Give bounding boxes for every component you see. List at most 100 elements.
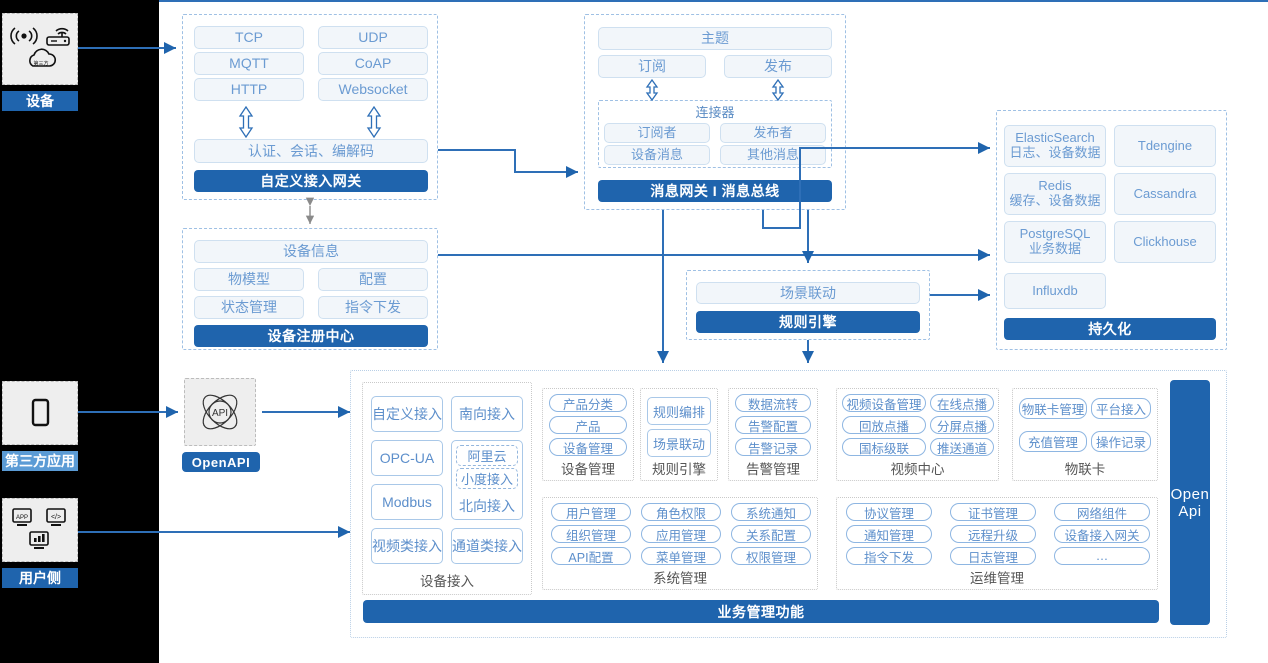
group-alarm-management-label: 告警管理	[728, 459, 818, 477]
store-tdengine[interactable]: Tdengine	[1114, 125, 1216, 167]
gateway-title-bar[interactable]: 自定义接入网关	[194, 170, 428, 192]
access-southbound-label: 南向接入	[459, 406, 515, 422]
alarm-config[interactable]: 告警配置	[735, 416, 811, 434]
openapi-vertical-bar[interactable]: Open Api	[1170, 380, 1210, 625]
publish-pill[interactable]: 发布	[724, 55, 832, 78]
message-bus-title-bar[interactable]: 消息网关 I 消息总线	[598, 180, 832, 202]
access-custom[interactable]: 自定义接入	[371, 396, 443, 432]
svg-text:APP: APP	[16, 515, 28, 521]
alarm-record[interactable]: 告警记录	[735, 438, 811, 456]
sys-relation-config[interactable]: 关系配置	[731, 525, 811, 543]
connector-publisher[interactable]: 发布者	[720, 123, 826, 143]
persistence-title-bar[interactable]: 持久化	[1004, 318, 1216, 340]
sys-menu-management[interactable]: 菜单管理	[641, 547, 721, 565]
access-opcua[interactable]: OPC-UA	[371, 440, 443, 476]
iotcard-management[interactable]: 物联卡管理	[1019, 398, 1087, 419]
registry-thing-model[interactable]: 物模型	[194, 268, 304, 291]
ops-log-management[interactable]: 日志管理	[950, 547, 1036, 565]
store-cassandra[interactable]: Cassandra	[1114, 173, 1216, 215]
rail-card-device: 第三方	[2, 13, 78, 85]
connector-device-message[interactable]: 设备消息	[604, 145, 710, 165]
device-info-pill[interactable]: 设备信息	[194, 240, 428, 263]
access-video[interactable]: 视频类接入	[371, 528, 443, 564]
connector-subscriber[interactable]: 订阅者	[604, 123, 710, 143]
protocol-udp[interactable]: UDP	[318, 26, 428, 49]
protocol-tcp-label: TCP	[235, 29, 263, 46]
sys-role-permission[interactable]: 角色权限	[641, 503, 721, 521]
rail-label-user-side-text: 用户侧	[19, 570, 61, 586]
ops-more[interactable]: …	[1054, 547, 1150, 565]
protocol-mqtt[interactable]: MQTT	[194, 52, 304, 75]
protocol-http[interactable]: HTTP	[194, 78, 304, 101]
sys-permission-management-label: 权限管理	[745, 550, 796, 565]
rule-engine-title-bar[interactable]: 规则引擎	[696, 311, 920, 333]
scene-linkage-pill[interactable]: 场景联动	[696, 282, 920, 304]
sys-app-management-label: 应用管理	[655, 528, 706, 543]
devmgmt-product-category[interactable]: 产品分类	[549, 394, 627, 412]
access-southbound[interactable]: 南向接入	[451, 396, 523, 432]
business-title-bar[interactable]: 业务管理功能	[363, 600, 1159, 623]
connector-other-message[interactable]: 其他消息	[720, 145, 826, 165]
sys-permission-management[interactable]: 权限管理	[731, 547, 811, 565]
iotcard-operation-record[interactable]: 操作记录	[1091, 431, 1151, 452]
sys-notification[interactable]: 系统通知	[731, 503, 811, 521]
alarm-data-flow[interactable]: 数据流转	[735, 394, 811, 412]
iotcard-platform-access[interactable]: 平台接入	[1091, 398, 1151, 419]
video-push-channel[interactable]: 推送通道	[930, 438, 994, 456]
video-online-vod[interactable]: 在线点播	[930, 394, 994, 412]
ops-protocol-management[interactable]: 协议管理	[846, 503, 932, 521]
ops-cert-management[interactable]: 证书管理	[950, 503, 1036, 521]
devmgmt-device-management[interactable]: 设备管理	[549, 438, 627, 456]
protocol-websocket[interactable]: Websocket	[318, 78, 428, 101]
rulebiz-scene-linkage[interactable]: 场景联动	[647, 429, 711, 457]
rulebiz-rule-orchestration[interactable]: 规则编排	[647, 397, 711, 425]
access-northbound-aliyun[interactable]: 阿里云	[456, 445, 518, 466]
svg-text:</>: </>	[51, 514, 61, 521]
ops-notification-management[interactable]: 通知管理	[846, 525, 932, 543]
access-northbound[interactable]: 北向接入	[451, 440, 523, 520]
video-device-management[interactable]: 视频设备管理	[842, 394, 926, 412]
protocol-tcp[interactable]: TCP	[194, 26, 304, 49]
sys-app-management[interactable]: 应用管理	[641, 525, 721, 543]
sys-org-management[interactable]: 组织管理	[551, 525, 631, 543]
subscribe-label: 订阅	[638, 58, 666, 75]
registry-config[interactable]: 配置	[318, 268, 428, 291]
group-system-management-label-text: 系统管理	[653, 571, 707, 586]
iotcard-recharge-management[interactable]: 充值管理	[1019, 431, 1087, 452]
group-device-registry	[182, 228, 438, 350]
topic-pill[interactable]: 主题	[598, 27, 832, 50]
video-split-screen-vod[interactable]: 分屏点播	[930, 416, 994, 434]
subscribe-pill[interactable]: 订阅	[598, 55, 706, 78]
access-channel[interactable]: 通道类接入	[451, 528, 523, 564]
cloud-icon: 第三方	[29, 48, 57, 67]
gateway-middle-layer[interactable]: 认证、会话、编解码	[194, 139, 428, 163]
video-device-management-label: 视频设备管理	[846, 397, 922, 412]
ops-device-access-gateway[interactable]: 设备接入网关	[1054, 525, 1150, 543]
registry-command-dispatch[interactable]: 指令下发	[318, 296, 428, 319]
store-clickhouse[interactable]: Clickhouse	[1114, 221, 1216, 263]
ops-command-dispatch[interactable]: 指令下发	[846, 547, 932, 565]
video-gb-cascade[interactable]: 国标级联	[842, 438, 926, 456]
group-alarm-management-label-text: 告警管理	[746, 462, 800, 477]
devmgmt-product[interactable]: 产品	[549, 416, 627, 434]
api-atom-icon: API	[202, 394, 238, 430]
protocol-coap[interactable]: CoAP	[318, 52, 428, 75]
openapi-card-label[interactable]: OpenAPI	[182, 452, 260, 472]
user-side-icons-group: APP </>	[12, 508, 66, 549]
registry-state-mgmt[interactable]: 状态管理	[194, 296, 304, 319]
access-modbus[interactable]: Modbus	[371, 484, 443, 520]
ops-network-component[interactable]: 网络组件	[1054, 503, 1150, 521]
sys-user-management[interactable]: 用户管理	[551, 503, 631, 521]
ops-remote-upgrade[interactable]: 远程升级	[950, 525, 1036, 543]
store-influxdb[interactable]: Influxdb	[1004, 273, 1106, 309]
persistence-title-label: 持久化	[1088, 321, 1132, 337]
registry-title-bar[interactable]: 设备注册中心	[194, 325, 428, 347]
access-northbound-xiaodu[interactable]: 小度接入	[456, 468, 518, 489]
video-playback-vod[interactable]: 回放点播	[842, 416, 926, 434]
sys-api-config[interactable]: API配置	[551, 547, 631, 565]
access-northbound-aliyun-label: 阿里云	[467, 449, 507, 464]
iotcard-platform-access-label: 平台接入	[1095, 403, 1146, 417]
